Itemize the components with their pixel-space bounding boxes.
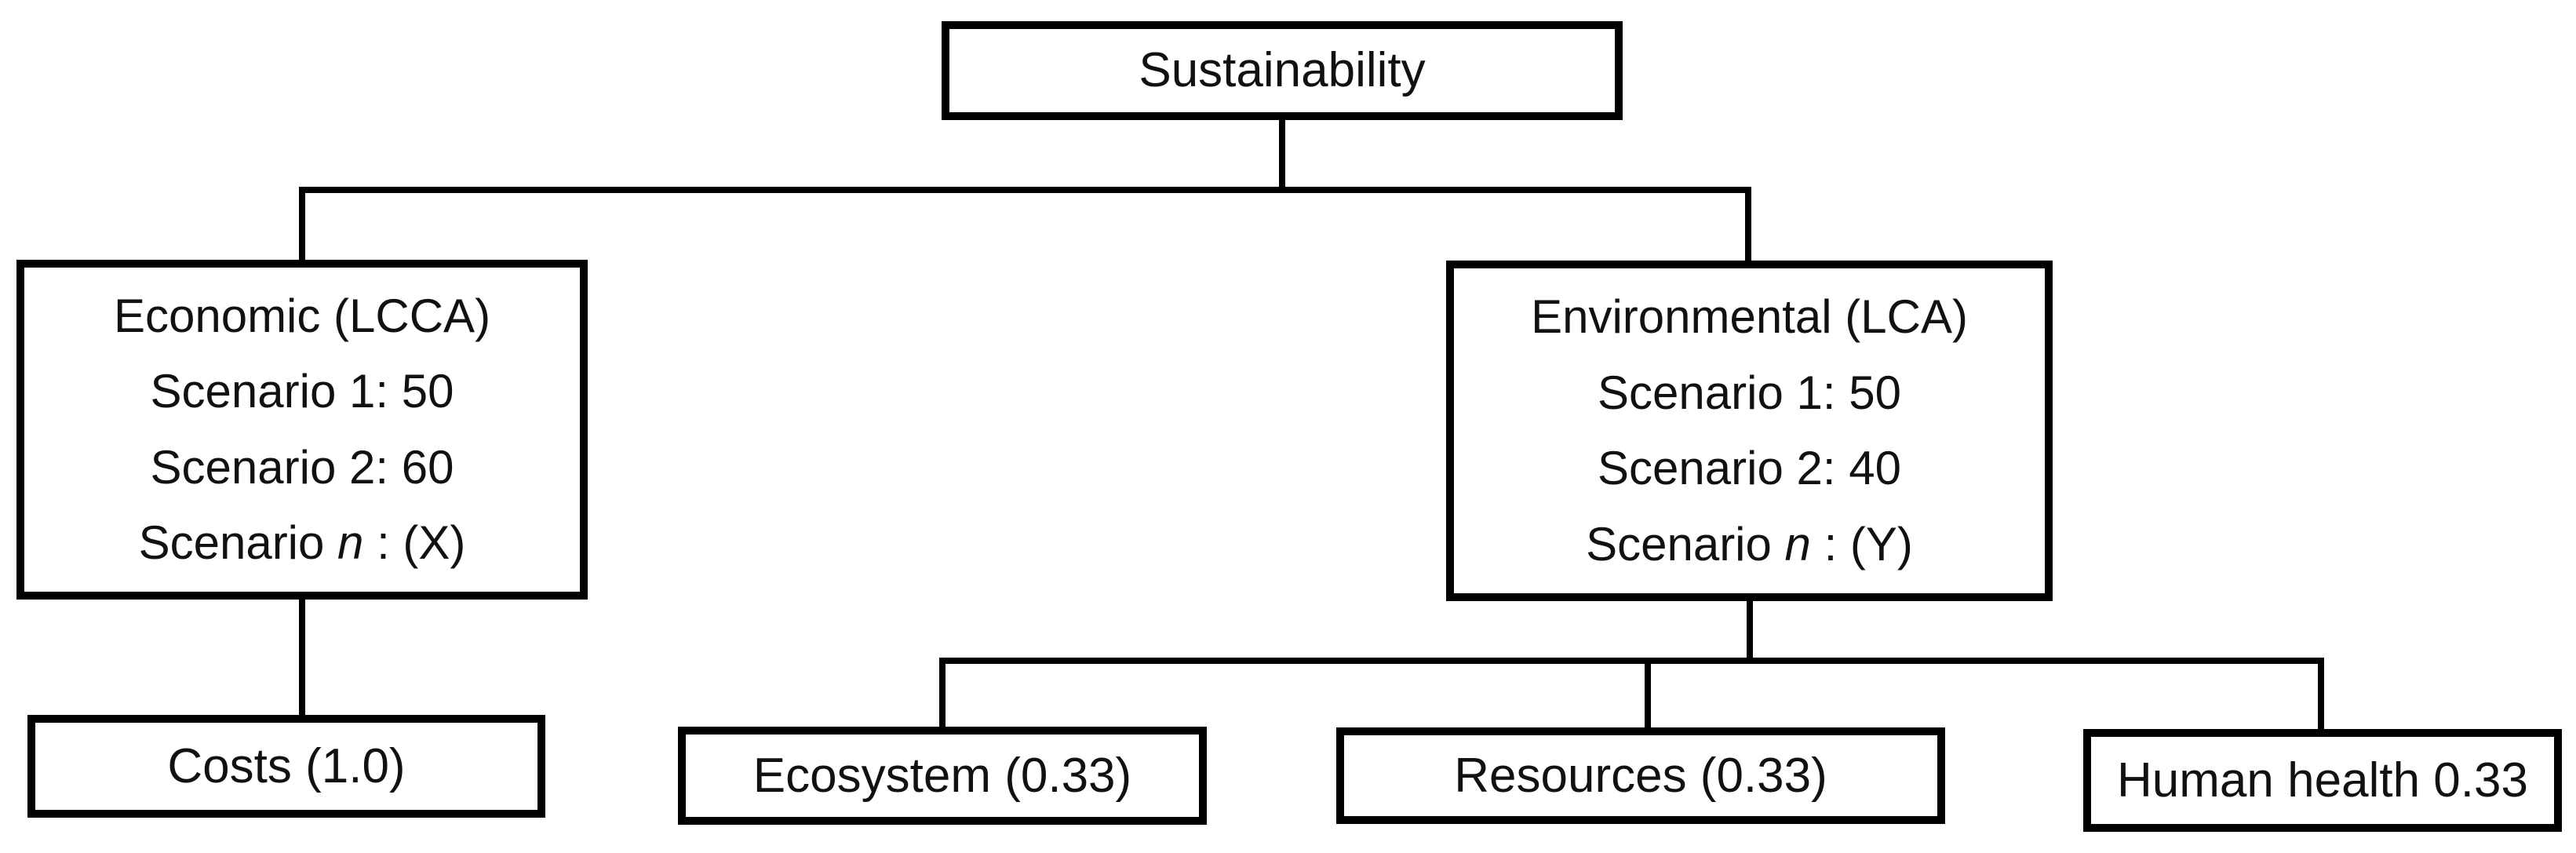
sustainability-label: Sustainability (1139, 43, 1426, 97)
edge-level1-horizontal-line (299, 187, 1751, 193)
node-economic-lcca: Economic (LCCA) Scenario 1: 50 Scenario … (16, 260, 588, 600)
ecosystem-label: Ecosystem (0.33) (752, 748, 1132, 803)
node-environmental-lca: Environmental (LCA) Scenario 1: 50 Scena… (1446, 261, 2053, 601)
edge-environmental-drop-line (1747, 598, 1753, 664)
environmental-title: Environmental (LCA) (1531, 290, 1968, 344)
environmental-scenario-n-variable: n (1784, 517, 1811, 570)
economic-scenario-n-variable: n (337, 516, 364, 569)
economic-scenario-n-suffix: : (X) (363, 516, 466, 569)
edge-economic-to-costs-line (299, 596, 305, 719)
economic-title: Economic (LCCA) (113, 290, 491, 343)
node-ecosystem: Ecosystem (0.33) (678, 727, 1207, 825)
edge-environmental-stem-line (1745, 187, 1751, 266)
resources-label: Resources (0.33) (1454, 748, 1827, 803)
edge-ecosystem-stem-line (939, 658, 946, 731)
environmental-scenario-n-suffix: : (Y) (1810, 517, 1913, 570)
node-sustainability: Sustainability (942, 21, 1623, 120)
environmental-scenario-n-prefix: Scenario (1586, 517, 1785, 570)
environmental-scenario-n: Scenario n : (Y) (1586, 517, 1913, 570)
edge-level2-horizontal-line (939, 658, 2324, 664)
economic-scenario-2: Scenario 2: 60 (150, 440, 454, 494)
edge-sustainability-stem-line (1279, 118, 1285, 192)
edge-resources-stem-line (1645, 658, 1651, 731)
edge-economic-stem-line (299, 187, 305, 265)
economic-scenario-1: Scenario 1: 50 (150, 365, 454, 418)
human-health-label: Human health 0.33 (2117, 753, 2528, 807)
costs-label: Costs (1.0) (167, 738, 406, 793)
economic-scenario-n: Scenario n : (X) (139, 519, 466, 567)
environmental-scenario-1: Scenario 1: 50 (1598, 366, 1901, 419)
edge-human-health-stem-line (2318, 658, 2324, 733)
node-resources: Resources (0.33) (1336, 727, 1945, 824)
node-costs: Costs (1.0) (27, 715, 545, 818)
environmental-scenario-2: Scenario 2: 40 (1598, 442, 1901, 495)
economic-scenario-n-prefix: Scenario (138, 516, 338, 569)
node-human-health: Human health 0.33 (2083, 729, 2562, 832)
